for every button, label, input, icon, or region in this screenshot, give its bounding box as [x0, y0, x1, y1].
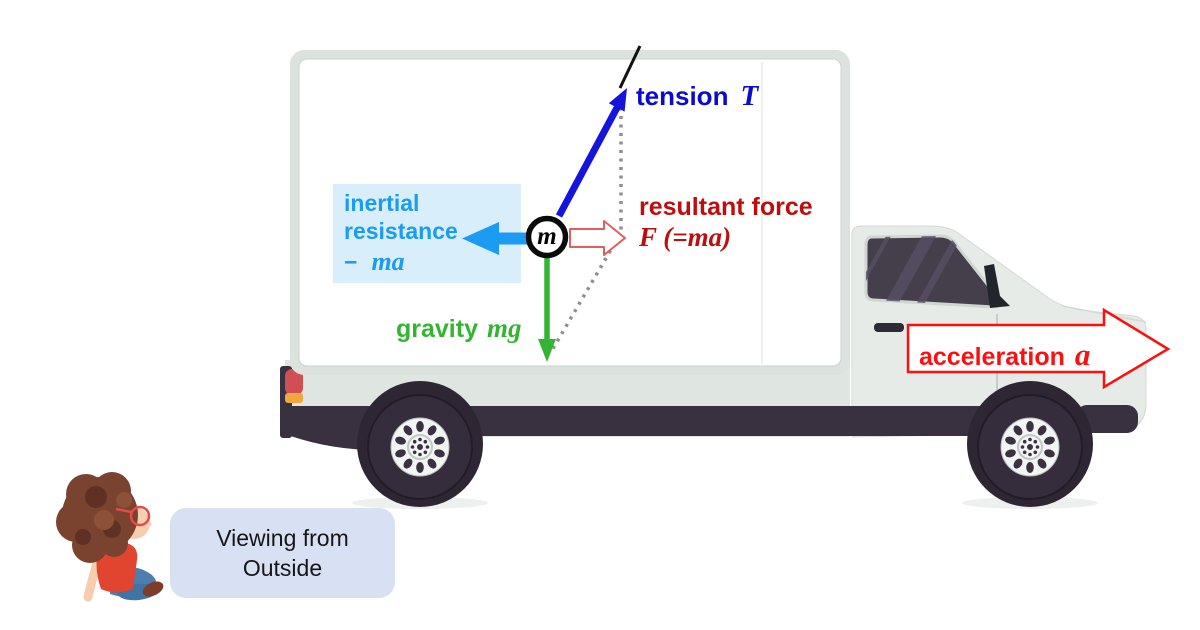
inertial-word-2: resistance — [344, 218, 458, 244]
tension-label: tension T — [636, 80, 758, 113]
acceleration-word: acceleration — [919, 343, 1065, 371]
glasses-icon — [115, 505, 151, 527]
door-handle — [874, 323, 904, 332]
front-wheel — [966, 380, 1094, 508]
gravity-symbol: mg — [486, 313, 522, 343]
viewing-from-outside-caption: Viewing from Outside — [170, 508, 395, 598]
inertial-symbol: ma — [371, 247, 405, 276]
mass-label: m — [537, 223, 557, 250]
mass-circle — [525, 215, 569, 259]
window-streaks — [866, 236, 960, 307]
resultant-word: resultant force — [639, 193, 813, 221]
acceleration-arrow — [906, 307, 1171, 390]
inertial-word-1: inertial — [344, 190, 420, 216]
gravity-word: gravity — [396, 315, 478, 343]
rear-wheel — [356, 380, 484, 508]
rear-skirt — [280, 428, 368, 450]
tension-word: tension — [636, 81, 729, 111]
inertial-resistance-label: inertial resistance −ma — [344, 189, 458, 276]
resultant-formula: F (=ma) — [639, 222, 732, 252]
gravity-label: gravity mg — [396, 313, 522, 344]
pendulum-string — [618, 45, 642, 89]
caption-line-1: Viewing from — [216, 525, 349, 551]
caption-line-2: Outside — [242, 555, 323, 581]
child-observer-illustration — [56, 472, 164, 602]
cargo-box-panel — [298, 58, 842, 367]
inertial-minus: − — [344, 249, 358, 275]
resultant-force-arrow — [569, 220, 626, 256]
front-lower-bumper — [1076, 405, 1138, 433]
inertial-resistance-arrow — [462, 222, 527, 255]
tail-light-red — [285, 369, 303, 395]
tension-symbol: T — [740, 80, 759, 112]
tail-light-orange — [285, 393, 303, 403]
acceleration-symbol: a — [1074, 337, 1091, 372]
dotted-diagonal-line — [549, 235, 621, 353]
gravity-arrow — [538, 258, 556, 362]
mirror-icon — [984, 264, 1010, 308]
acceleration-label: acceleration a — [919, 337, 1090, 373]
tension-arrow — [555, 88, 627, 218]
